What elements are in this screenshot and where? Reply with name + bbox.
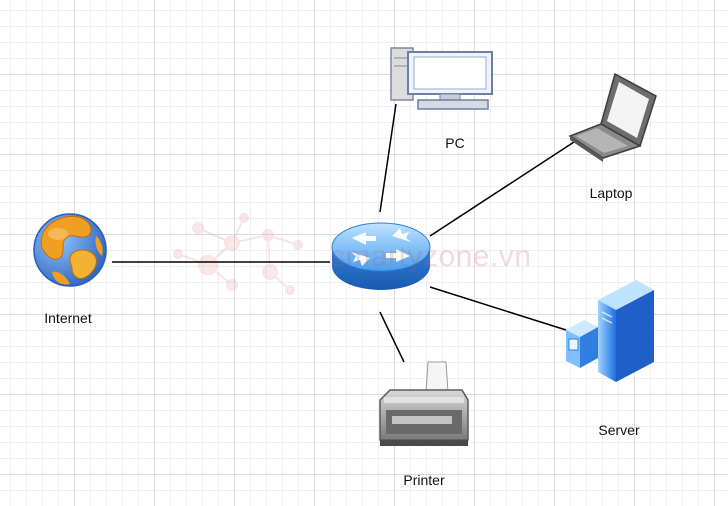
watermark-text: smartyzone.vn — [330, 240, 532, 273]
watermark-logo — [173, 213, 303, 295]
server-icon — [566, 280, 654, 382]
globe-icon — [33, 213, 107, 287]
edge-router-pc — [379, 103, 397, 213]
internet-label: Internet — [44, 310, 92, 326]
laptop-label: Laptop — [589, 185, 633, 201]
server-label: Server — [598, 422, 640, 438]
printer-label: Printer — [403, 472, 445, 488]
printer-icon — [379, 361, 469, 446]
laptop-icon — [568, 72, 657, 162]
edge-router-server — [429, 286, 567, 331]
router-icon — [331, 222, 431, 290]
pc-label: PC — [445, 135, 465, 151]
diagram-edges — [112, 103, 575, 363]
edge-router-laptop — [429, 141, 575, 237]
edge-router-printer — [379, 311, 405, 363]
desktop-computer-icon — [390, 47, 493, 110]
